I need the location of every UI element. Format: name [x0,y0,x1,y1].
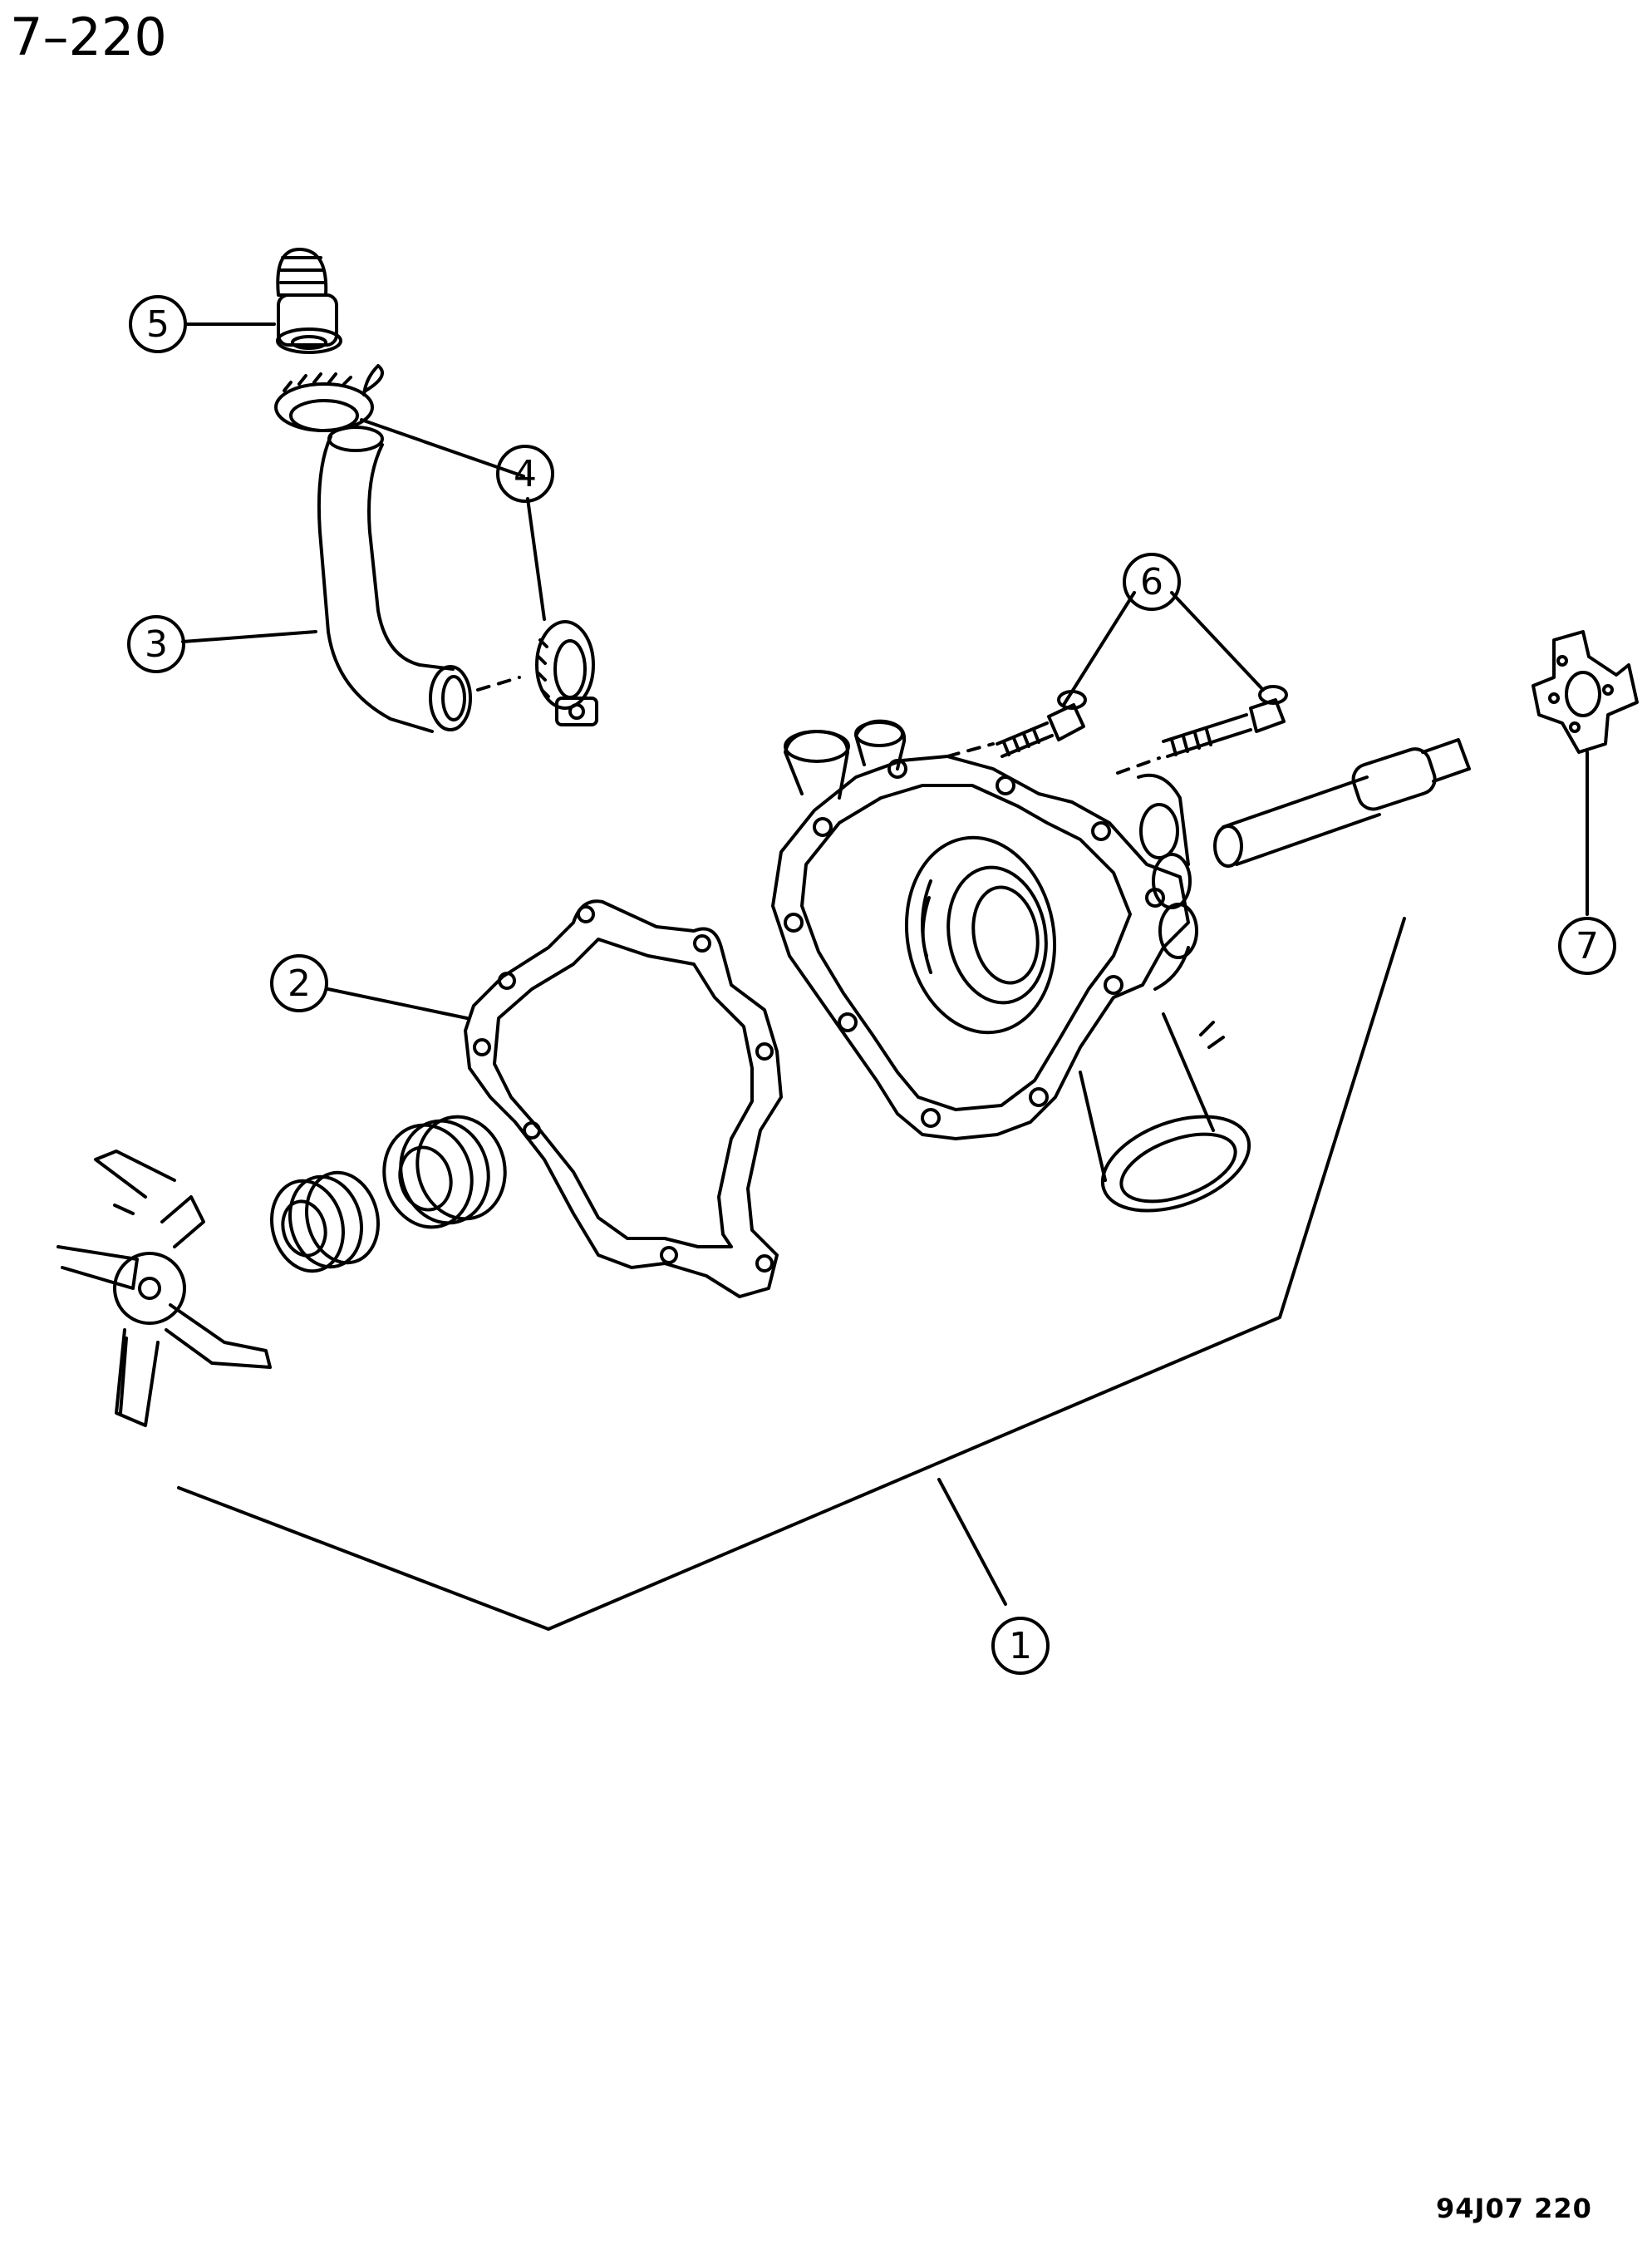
callout-1: 1 [991,1617,1050,1675]
callout-6: 6 [1123,553,1181,611]
callout-1-label: 1 [1009,1625,1032,1667]
bypass-hose-part [317,426,472,733]
callout-5-label: 5 [146,303,170,346]
small-pulley-part [270,1170,380,1273]
callout-4: 4 [496,445,554,503]
hose-clamp-leader-dash [476,676,521,692]
callout-3-label: 3 [145,623,168,666]
pump-shaft-part [1213,738,1471,868]
long-bolt-part [1162,685,1288,758]
gasket-part [464,899,783,1298]
callout-4-label: 4 [514,453,537,495]
callout-3: 3 [127,615,185,673]
callout-5: 5 [129,295,187,353]
bolt-leader-dash-1 [946,742,995,758]
figure-code: 94J07 220 [1436,2193,1592,2224]
fitting-part [276,248,342,354]
lower-hose-clamp-part [535,620,598,726]
fan-blade-part [57,1150,272,1427]
callout-7-label: 7 [1576,925,1599,967]
water-pump-housing-part [771,719,1251,1213]
callout-2: 2 [270,954,328,1012]
large-pulley-part [382,1115,507,1229]
fan-spacer-plate-part [1532,630,1639,754]
callout-6-label: 6 [1140,561,1163,603]
callout-7: 7 [1558,917,1616,975]
bolt-leader-dash-2 [1116,756,1161,775]
callout-2-label: 2 [288,962,311,1005]
short-bolt-part [996,690,1087,758]
upper-hose-clamp-part [274,364,384,432]
page-number: 7–220 [10,7,167,67]
leader-lines [177,322,1589,1631]
